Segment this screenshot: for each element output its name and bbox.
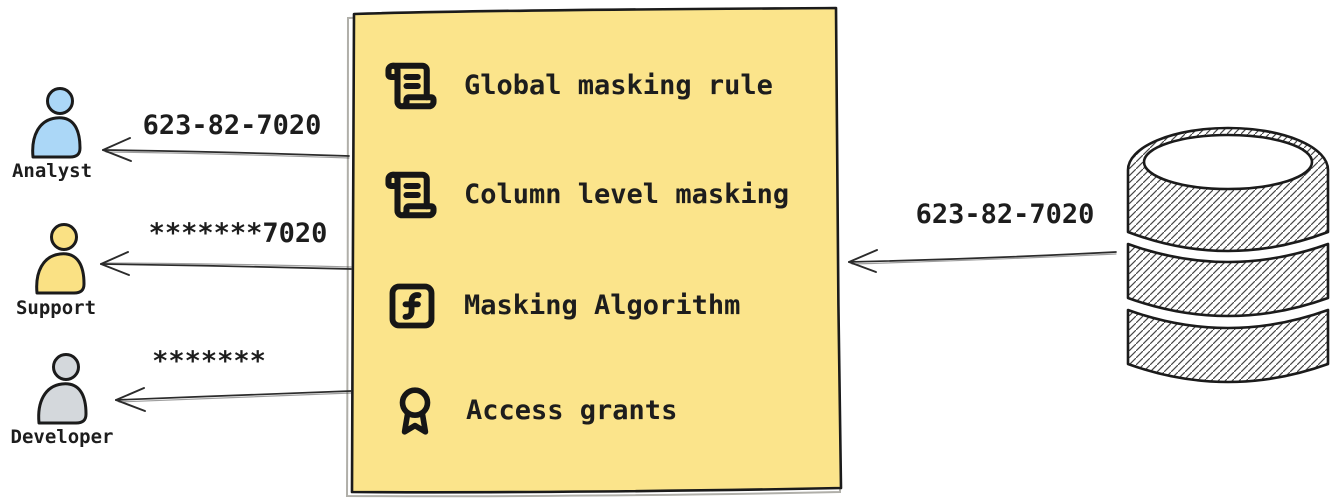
database-top-opening [1142, 133, 1314, 191]
value-label-analyst: 623-82-7020 [142, 110, 322, 141]
masking-box [345, 6, 843, 498]
box-item-label: Column level masking [464, 178, 790, 210]
value-label-developer: ******* [152, 346, 266, 377]
person-body [31, 116, 82, 159]
function-icon [389, 283, 435, 329]
analyst-person-icon [31, 87, 82, 159]
arrow-box-to-support [100, 251, 352, 276]
box-row-masking-algorithm: Masking Algorithm [386, 280, 740, 332]
person-body [35, 252, 86, 295]
box-row-access-grants: Access grants [390, 380, 677, 442]
arrow-database-to-box [848, 249, 1117, 273]
database-icon [1126, 126, 1330, 384]
award-icon [399, 387, 431, 435]
support-person-icon [35, 223, 86, 295]
database-middle-segment [1126, 242, 1330, 318]
person-head [46, 87, 74, 115]
persona-label-analyst: Analyst [11, 160, 93, 182]
arrow-box-to-developer [115, 387, 352, 412]
box-row-column-level-masking: Column level masking [384, 168, 789, 222]
box-row-global-masking-rule: Global masking rule [384, 59, 773, 113]
database-bottom-segment [1126, 308, 1330, 384]
box-item-label: Masking Algorithm [464, 289, 741, 321]
box-item-label: Global masking rule [464, 69, 773, 101]
persona-label-support: Support [15, 297, 97, 319]
person-body [37, 382, 88, 425]
scroll-icon [385, 171, 437, 219]
scroll-icon [385, 62, 437, 110]
person-head [50, 223, 78, 251]
value-label-database: 623-82-7020 [915, 199, 1095, 230]
person-head [52, 353, 80, 381]
developer-person-icon [37, 353, 88, 425]
value-label-support: *******7020 [148, 218, 328, 249]
box-item-label: Access grants [466, 394, 678, 426]
persona-label-developer: Developer [10, 426, 114, 448]
masking-box-shape [350, 6, 843, 494]
